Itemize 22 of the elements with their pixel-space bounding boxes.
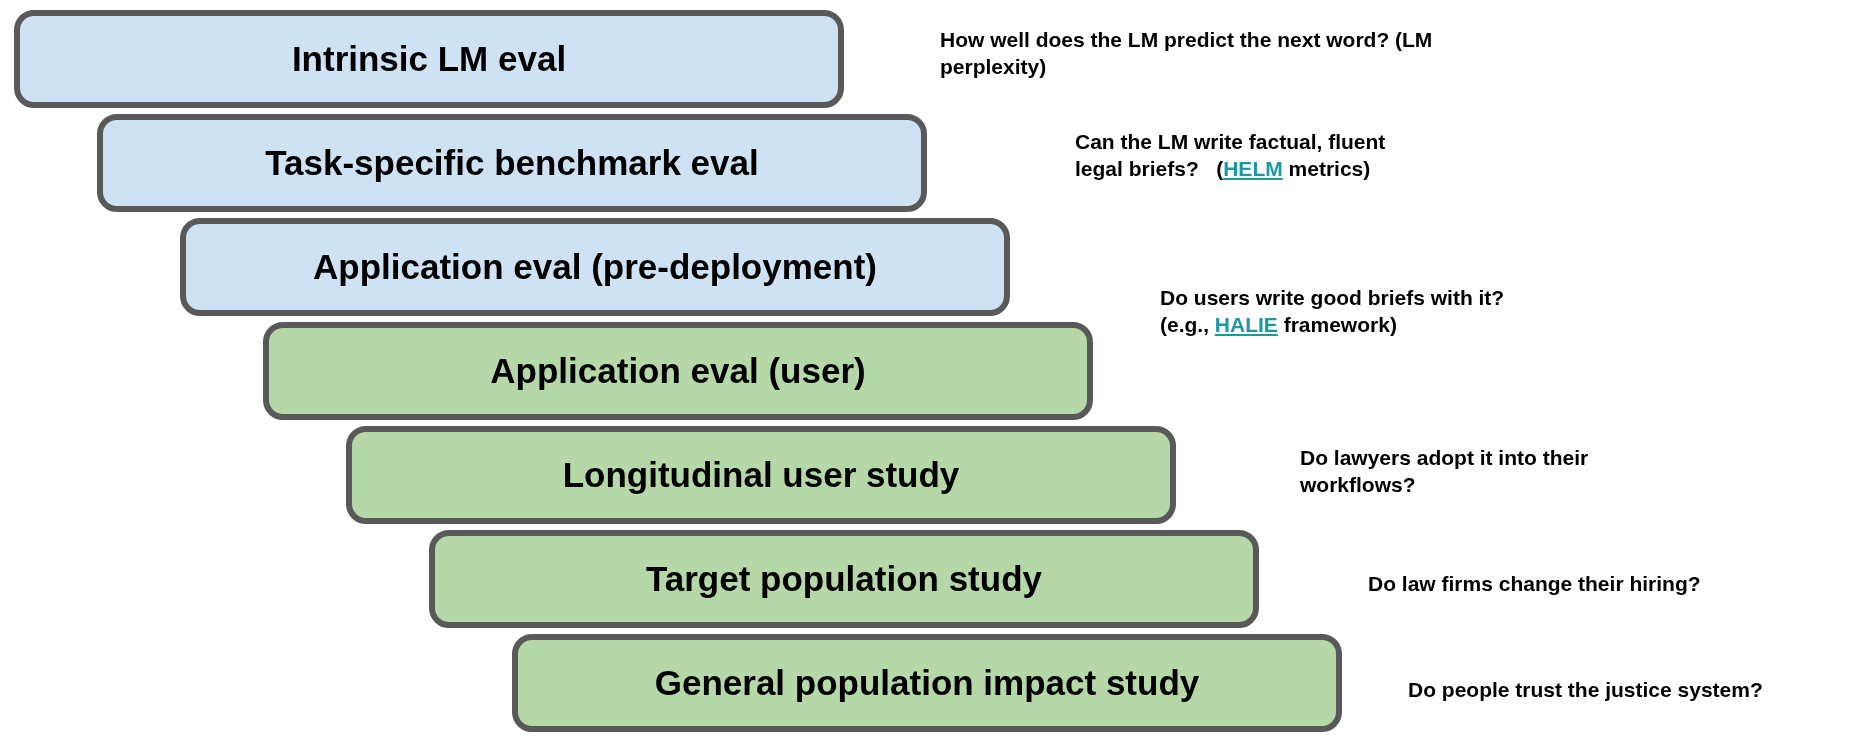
stage-label: Application eval (pre-deployment) bbox=[313, 247, 877, 287]
question-text: Can the LM write factual, fluent legal briefs? (HELM metrics) bbox=[1075, 129, 1387, 183]
link: HALIE bbox=[1214, 313, 1278, 337]
stage-box bbox=[14, 10, 844, 108]
question-text: How well does the LM predict the next word? (LM perplexity) bbox=[940, 27, 1434, 81]
stage-box bbox=[180, 218, 1010, 316]
stage-label: Task-specific benchmark eval bbox=[265, 143, 759, 183]
stage-box bbox=[97, 114, 927, 212]
stage-label: General population impact study bbox=[654, 663, 1200, 703]
question-text: Do lawyers adopt it into their workflows? bbox=[1300, 445, 1590, 499]
question-text: Do people trust the justice system? bbox=[1408, 677, 1764, 703]
stage-label: Intrinsic LM eval bbox=[291, 39, 567, 79]
stage-box bbox=[512, 634, 1342, 732]
stage-box bbox=[263, 322, 1093, 420]
question-text: Do law firms change their hiring? bbox=[1368, 571, 1702, 597]
stage-label: Application eval (user) bbox=[490, 351, 866, 391]
stage-label: Target population study bbox=[646, 559, 1042, 599]
stage-box bbox=[429, 530, 1259, 628]
stage-label: Longitudinal user study bbox=[562, 455, 960, 495]
link: HELM bbox=[1223, 157, 1283, 181]
question-text: Do users write good briefs with it? (e.g., HALIE framework) bbox=[1160, 285, 1506, 339]
stage-box bbox=[346, 426, 1176, 524]
